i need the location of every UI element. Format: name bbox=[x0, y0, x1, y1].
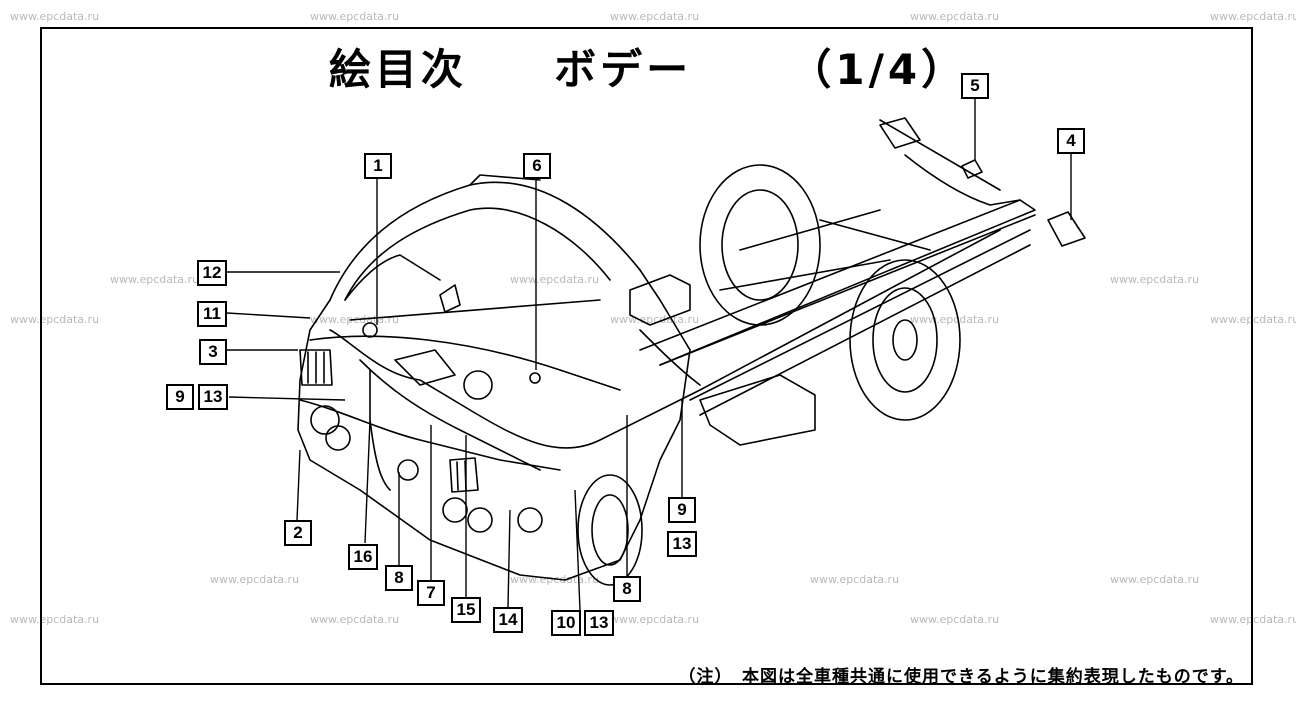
watermark: www.epcdata.ru bbox=[10, 613, 100, 626]
callout-10[interactable]: 10 bbox=[551, 610, 581, 636]
callout-16[interactable]: 16 bbox=[348, 544, 378, 570]
page-title: 絵目次 ボデー （1/4） bbox=[0, 36, 1296, 97]
callout-13[interactable]: 13 bbox=[584, 610, 614, 636]
watermark: www.epcdata.ru bbox=[1210, 10, 1296, 23]
watermark: www.epcdata.ru bbox=[10, 313, 100, 326]
callout-7[interactable]: 7 bbox=[417, 580, 445, 606]
callout-11[interactable]: 11 bbox=[197, 301, 227, 327]
footnote: （注） 本図は全車種共通に使用できるように集約表現したものです。 bbox=[678, 667, 1244, 687]
callout-1[interactable]: 1 bbox=[364, 153, 392, 179]
watermark: www.epcdata.ru bbox=[210, 573, 300, 586]
watermark: www.epcdata.ru bbox=[910, 613, 1000, 626]
watermark: www.epcdata.ru bbox=[610, 10, 700, 23]
callout-8[interactable]: 8 bbox=[613, 576, 641, 602]
title-main: 絵目次 bbox=[328, 45, 467, 94]
watermark: www.epcdata.ru bbox=[910, 10, 1000, 23]
watermark: www.epcdata.ru bbox=[10, 10, 100, 23]
diagram-frame bbox=[40, 27, 1253, 685]
watermark: www.epcdata.ru bbox=[310, 613, 400, 626]
callout-4[interactable]: 4 bbox=[1057, 128, 1085, 154]
watermark: www.epcdata.ru bbox=[1110, 573, 1200, 586]
callout-6[interactable]: 6 bbox=[523, 153, 551, 179]
callout-12[interactable]: 12 bbox=[197, 260, 227, 286]
watermark: www.epcdata.ru bbox=[610, 613, 700, 626]
callout-3[interactable]: 3 bbox=[199, 339, 227, 365]
watermark: www.epcdata.ru bbox=[110, 273, 200, 286]
callout-8[interactable]: 8 bbox=[385, 565, 413, 591]
callout-5[interactable]: 5 bbox=[961, 73, 989, 99]
callout-9[interactable]: 9 bbox=[166, 384, 194, 410]
watermark: www.epcdata.ru bbox=[1110, 273, 1200, 286]
callout-9[interactable]: 9 bbox=[668, 497, 696, 523]
callout-14[interactable]: 14 bbox=[493, 607, 523, 633]
title-page: （1/4） bbox=[789, 45, 968, 94]
watermark: www.epcdata.ru bbox=[310, 10, 400, 23]
watermark: www.epcdata.ru bbox=[1210, 613, 1296, 626]
watermark: www.epcdata.ru bbox=[910, 313, 1000, 326]
callout-13[interactable]: 13 bbox=[198, 384, 228, 410]
watermark: www.epcdata.ru bbox=[510, 273, 600, 286]
title-section: ボデー bbox=[554, 45, 693, 94]
watermark: www.epcdata.ru bbox=[810, 573, 900, 586]
callout-13[interactable]: 13 bbox=[667, 531, 697, 557]
callout-2[interactable]: 2 bbox=[284, 520, 312, 546]
callout-15[interactable]: 15 bbox=[451, 597, 481, 623]
watermark: www.epcdata.ru bbox=[1210, 313, 1296, 326]
